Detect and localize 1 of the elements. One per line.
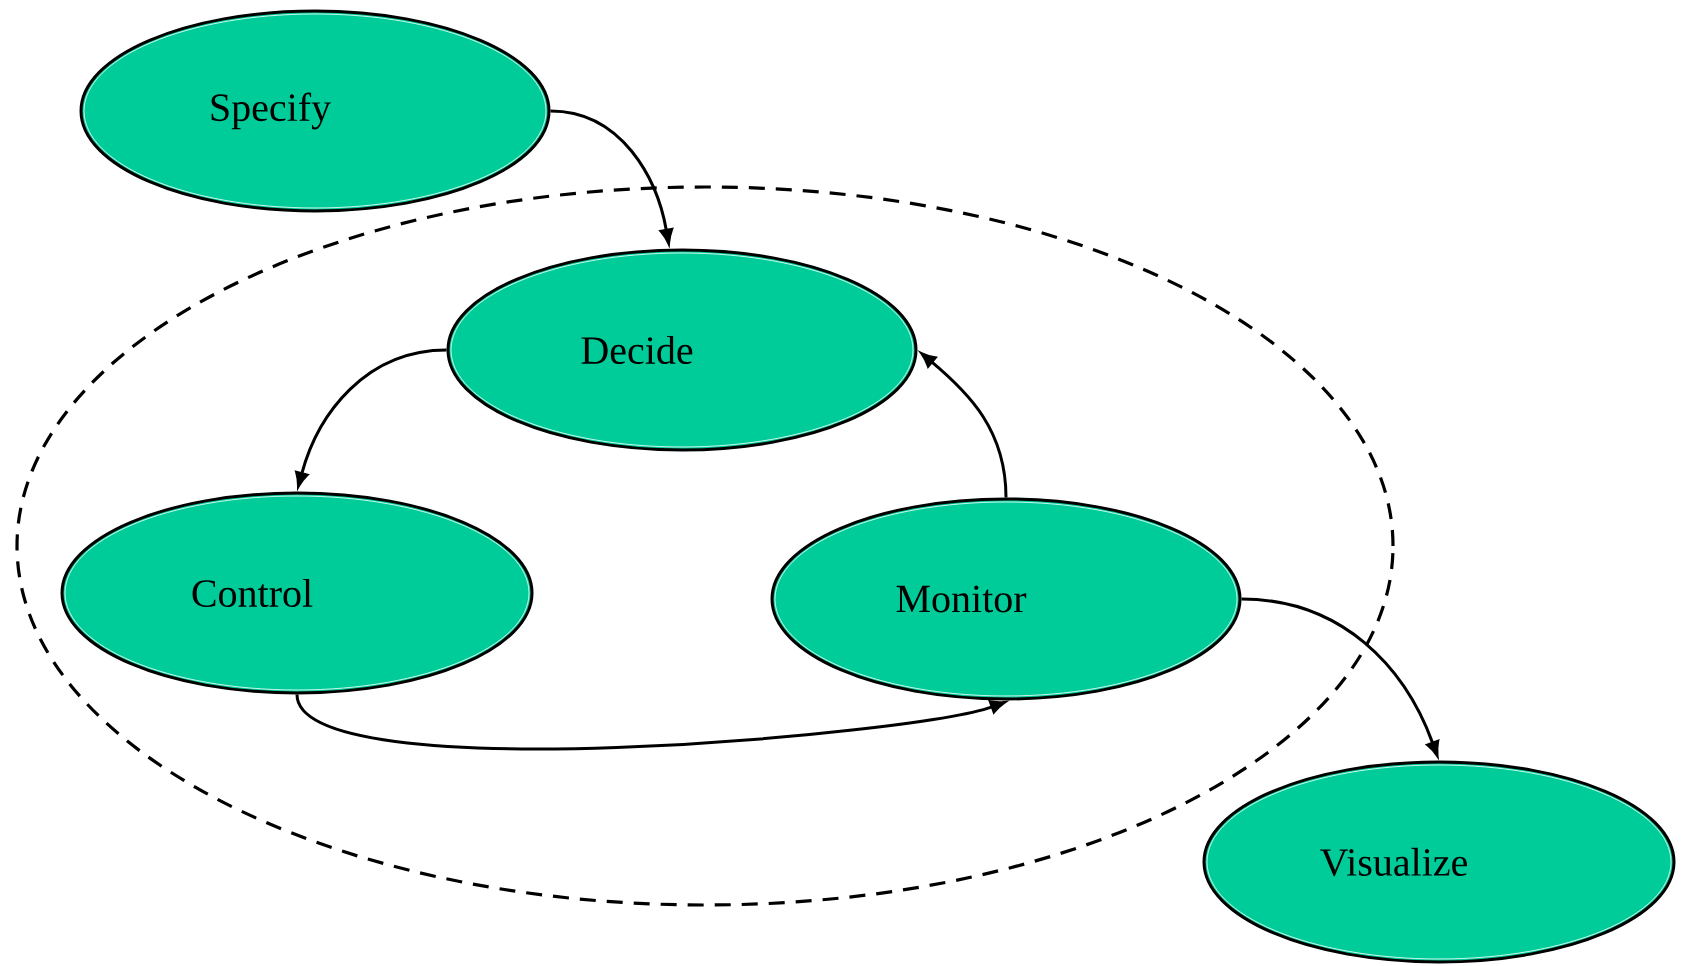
arrow (920, 352, 1008, 498)
